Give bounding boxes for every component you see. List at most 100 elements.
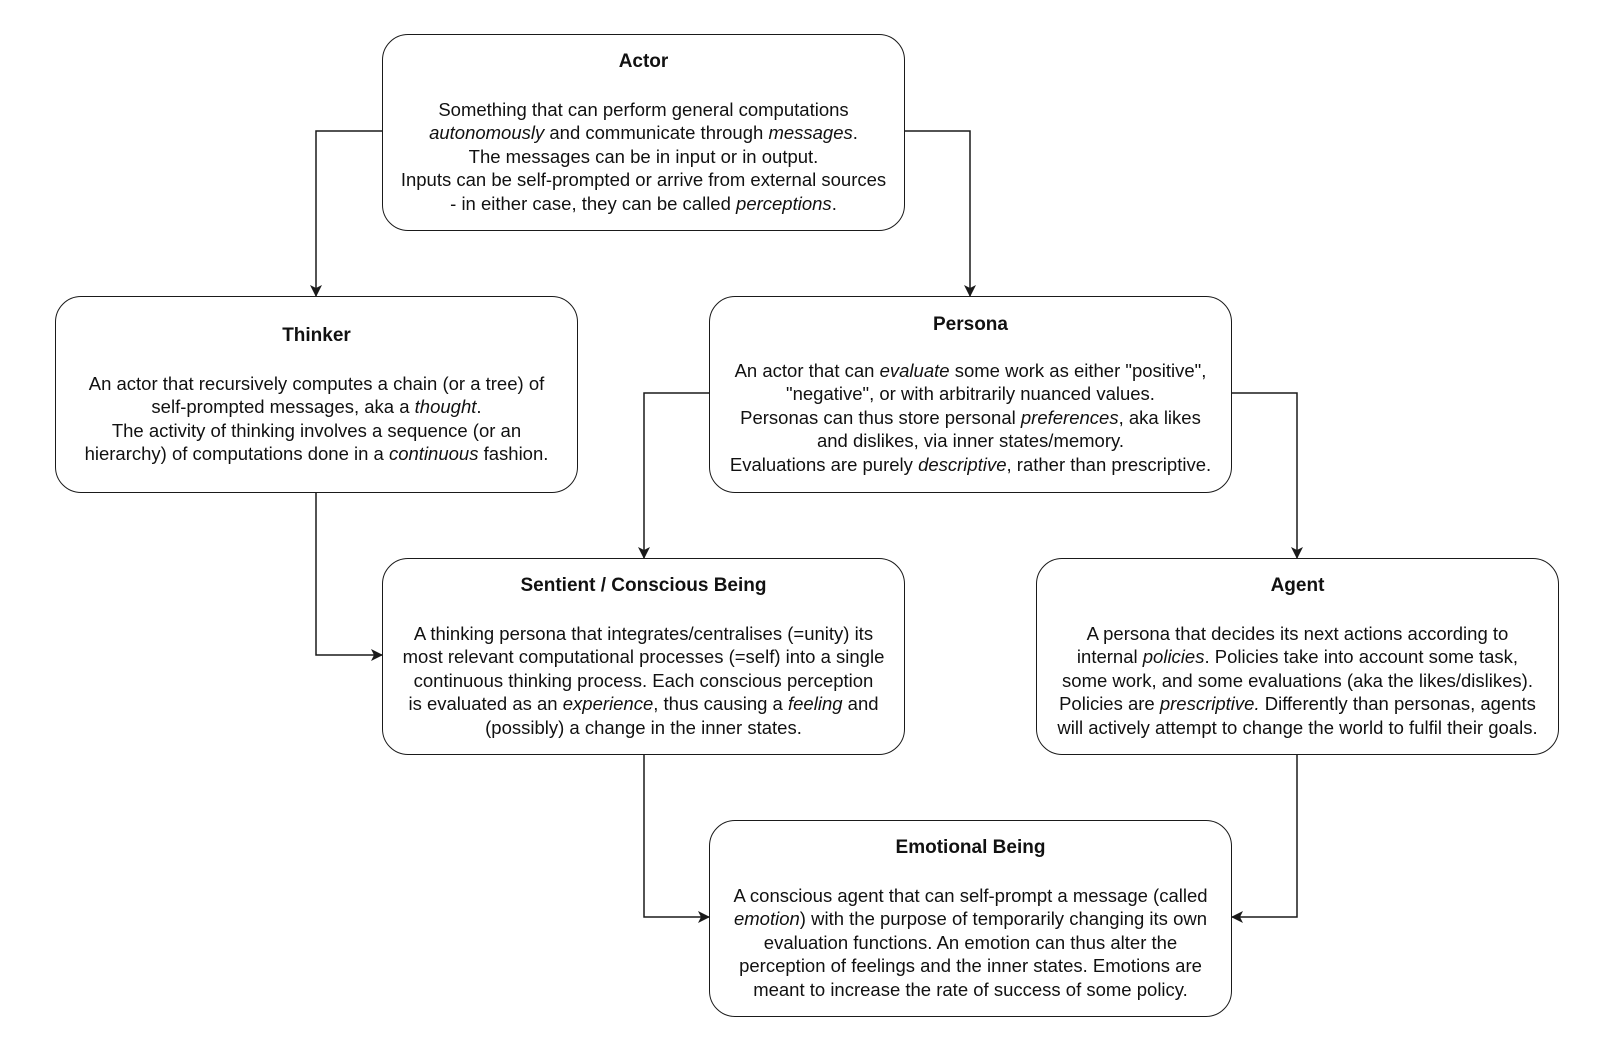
persona-node: Persona An actor that can evaluate some … xyxy=(709,296,1232,493)
description-line: emotion) with the purpose of temporarily… xyxy=(733,907,1207,931)
edge-actor-persona xyxy=(905,130,976,297)
edge-persona-sentient xyxy=(638,392,709,559)
text-segment: most relevant computational processes (=… xyxy=(402,646,885,668)
text-segment: some work, and some evaluations (aka the… xyxy=(1062,669,1533,691)
persona-description: An actor that can evaluate some work as … xyxy=(730,359,1211,477)
text-segment: The activity of thinking involves a sequ… xyxy=(111,419,522,441)
text-segment: internal xyxy=(1076,646,1143,668)
text-segment: will actively attempt to change the worl… xyxy=(1057,716,1538,738)
emphasized-term: feeling xyxy=(788,693,843,715)
text-segment: perception of feelings and the inner sta… xyxy=(739,955,1202,977)
text-segment: A thinking persona that integrates/centr… xyxy=(413,622,874,644)
text-segment: ) with the purpose of temporarily changi… xyxy=(799,908,1208,930)
emphasized-term: autonomously xyxy=(429,122,545,144)
text-segment: A persona that decides its next actions … xyxy=(1086,622,1509,644)
description-line: An actor that recursively computes a cha… xyxy=(85,372,549,396)
text-segment: . xyxy=(852,122,858,144)
description-line: - in either case, they can be called per… xyxy=(401,192,886,216)
description-line: Inputs can be self-prompted or arrive fr… xyxy=(401,168,886,192)
description-line: Evaluations are purely descriptive, rath… xyxy=(730,453,1211,477)
description-line: The activity of thinking involves a sequ… xyxy=(85,419,549,443)
description-line: "negative", or with arbitrarily nuanced … xyxy=(730,382,1211,406)
text-segment: Policies are xyxy=(1059,693,1160,715)
actor-description: Something that can perform general compu… xyxy=(401,98,886,216)
description-line: An actor that can evaluate some work as … xyxy=(730,359,1211,383)
description-line: hierarchy) of computations done in a con… xyxy=(85,442,549,466)
emphasized-term: prescriptive. xyxy=(1159,693,1260,715)
emphasized-term: emotion xyxy=(733,908,800,930)
text-segment: Something that can perform general compu… xyxy=(438,98,849,120)
description-line: will actively attempt to change the worl… xyxy=(1057,716,1537,740)
thinker-node: Thinker An actor that recursively comput… xyxy=(55,296,578,493)
emphasized-term: perceptions xyxy=(736,192,832,214)
description-line: autonomously and communicate through mes… xyxy=(401,121,886,145)
text-segment: . Policies take into account some task, xyxy=(1204,646,1519,668)
text-segment: , aka likes xyxy=(1118,406,1201,428)
text-segment: - in either case, they can be called xyxy=(450,192,737,214)
description-line: internal policies. Policies take into ac… xyxy=(1057,645,1537,669)
description-line: most relevant computational processes (=… xyxy=(403,645,885,669)
description-line: A conscious agent that can self-prompt a… xyxy=(733,884,1207,908)
text-segment: hierarchy) of computations done in a xyxy=(84,443,389,464)
text-segment: An actor that recursively computes a cha… xyxy=(88,372,545,394)
text-segment: evaluation functions. An emotion can thu… xyxy=(763,931,1178,953)
edge-actor-thinker xyxy=(310,130,382,297)
text-segment: is evaluated as an xyxy=(408,693,563,715)
sentient-description: A thinking persona that integrates/centr… xyxy=(403,622,885,740)
description-line: and dislikes, via inner states/memory. xyxy=(730,429,1211,453)
actor-node: Actor Something that can perform general… xyxy=(382,34,905,231)
text-segment: meant to increase the rate of success of… xyxy=(753,978,1188,1000)
description-line: self-prompted messages, aka a thought. xyxy=(85,395,549,419)
text-segment: , rather than prescriptive. xyxy=(1006,453,1212,475)
agent-description: A persona that decides its next actions … xyxy=(1057,622,1537,740)
text-segment: . xyxy=(831,192,837,214)
text-segment: self-prompted messages, aka a xyxy=(151,396,415,417)
emphasized-term: descriptive xyxy=(918,453,1007,475)
sentient-node: Sentient / Conscious Being A thinking pe… xyxy=(382,558,905,755)
actor-title: Actor xyxy=(618,50,669,72)
text-segment: , thus causing a xyxy=(653,693,788,715)
agent-title: Agent xyxy=(1270,574,1325,596)
text-segment: some work as either "positive", xyxy=(949,359,1207,381)
text-segment: continuous thinking process. Each consci… xyxy=(413,669,874,691)
text-segment: fashion. xyxy=(478,443,549,464)
text-segment: Inputs can be self-prompted or arrive fr… xyxy=(400,169,887,191)
emphasized-term: experience xyxy=(562,693,654,715)
text-segment: "negative", or with arbitrarily nuanced … xyxy=(786,383,1155,405)
emphasized-term: thought xyxy=(414,396,477,417)
text-segment: Personas can thus store personal xyxy=(740,406,1021,428)
thinker-title: Thinker xyxy=(282,324,351,346)
emphasized-term: evaluate xyxy=(879,359,950,381)
emphasized-term: preferences xyxy=(1020,406,1119,428)
description-line: evaluation functions. An emotion can thu… xyxy=(733,931,1207,955)
description-line: Personas can thus store personal prefere… xyxy=(730,406,1211,430)
description-line: A thinking persona that integrates/centr… xyxy=(403,622,885,646)
text-segment: A conscious agent that can self-prompt a… xyxy=(733,884,1208,906)
emphasized-term: policies xyxy=(1142,646,1205,668)
description-line: The messages can be in input or in outpu… xyxy=(401,145,886,169)
text-segment: . xyxy=(476,396,482,417)
text-segment: (possibly) a change in the inner states. xyxy=(485,716,802,738)
description-line: A persona that decides its next actions … xyxy=(1057,622,1537,646)
description-line: Policies are prescriptive. Differently t… xyxy=(1057,692,1537,716)
description-line: some work, and some evaluations (aka the… xyxy=(1057,669,1537,693)
emotional-title: Emotional Being xyxy=(895,836,1046,858)
emotional-description: A conscious agent that can self-prompt a… xyxy=(733,884,1207,1002)
emphasized-term: messages xyxy=(768,122,853,144)
description-line: continuous thinking process. Each consci… xyxy=(403,669,885,693)
description-line: (possibly) a change in the inner states. xyxy=(403,716,885,740)
text-segment: and xyxy=(842,693,879,715)
sentient-title: Sentient / Conscious Being xyxy=(520,574,767,596)
description-line: meant to increase the rate of success of… xyxy=(733,978,1207,1002)
text-segment: and communicate through xyxy=(544,122,769,144)
emphasized-term: continuous xyxy=(388,443,479,464)
description-line: perception of feelings and the inner sta… xyxy=(733,954,1207,978)
emotional-node: Emotional Being A conscious agent that c… xyxy=(709,820,1232,1017)
text-segment: An actor that can xyxy=(734,359,880,381)
edge-thinker-sentient xyxy=(315,493,383,661)
edge-agent-emotional xyxy=(1231,755,1298,923)
edge-sentient-emotional xyxy=(643,755,710,923)
text-segment: The messages can be in input or in outpu… xyxy=(468,145,819,167)
